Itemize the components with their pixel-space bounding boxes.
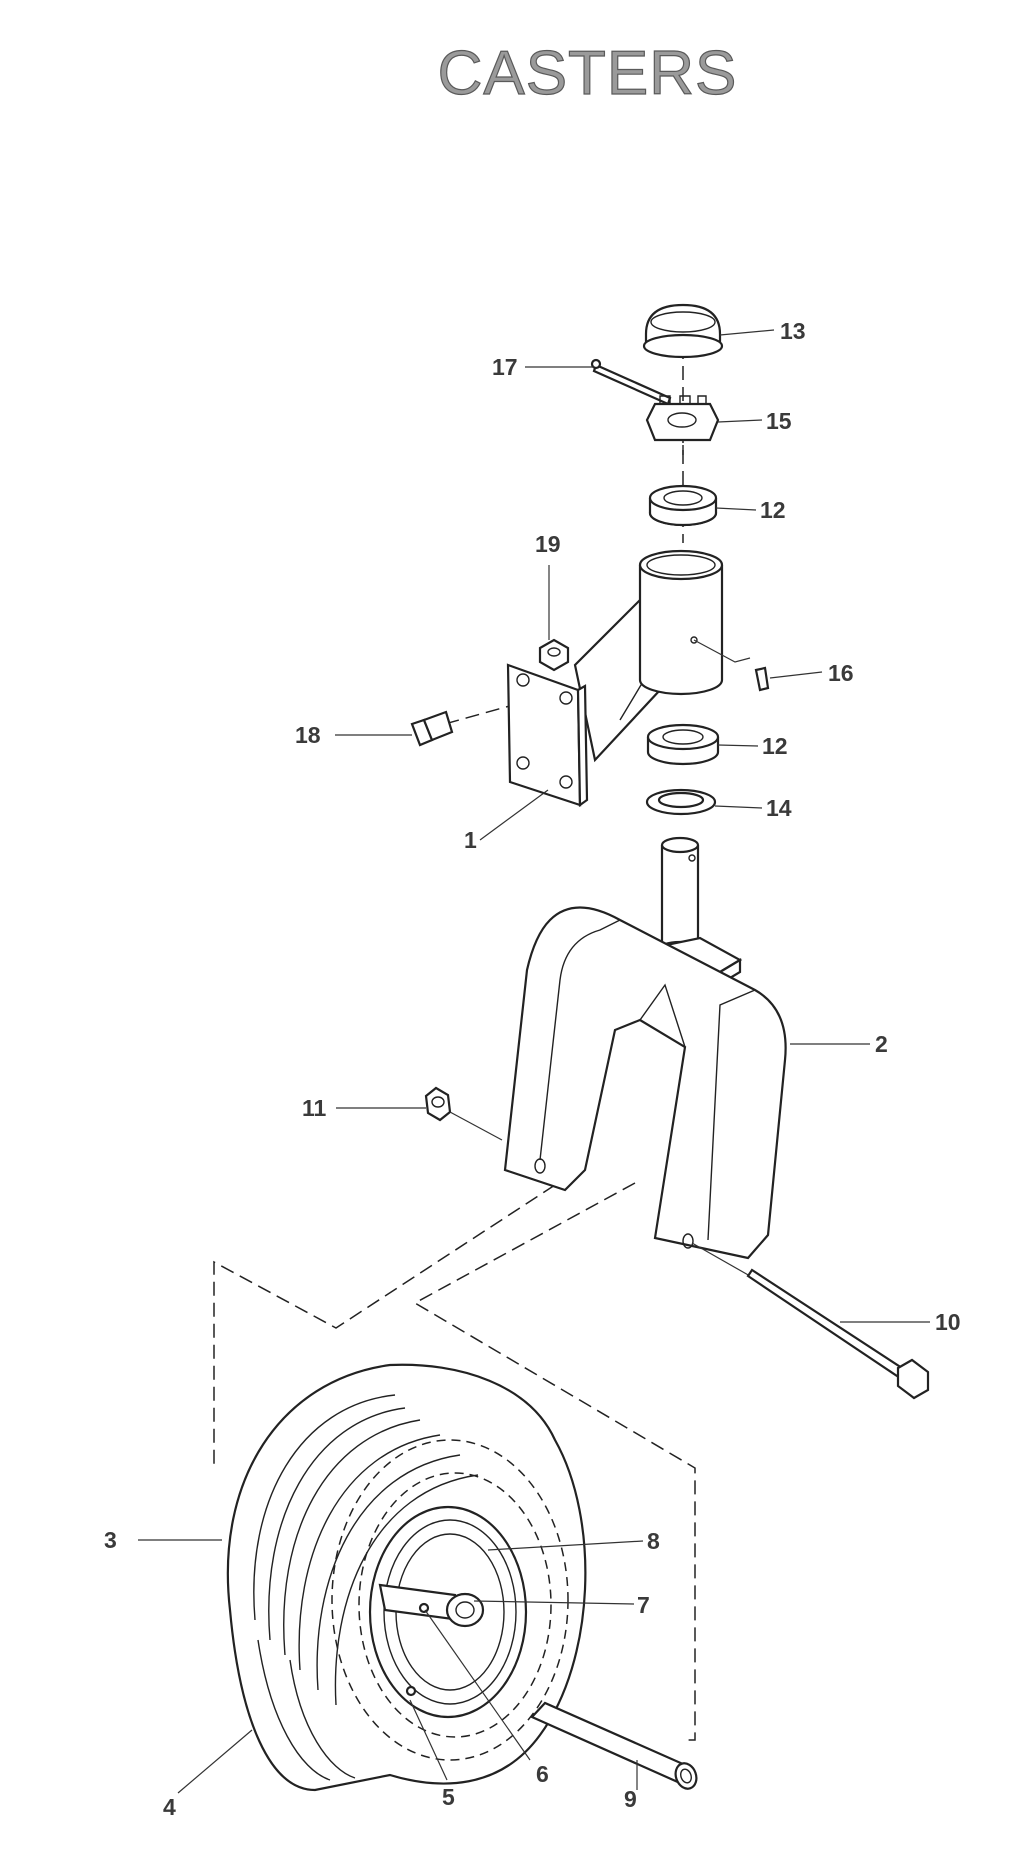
callout-11: 11 bbox=[302, 1095, 327, 1121]
callout-16: 16 bbox=[828, 660, 854, 686]
mount-bolt-part bbox=[410, 710, 454, 747]
callout-19: 19 bbox=[535, 531, 561, 557]
callout-12-upper: 12 bbox=[760, 497, 786, 523]
callout-15: 15 bbox=[766, 408, 792, 434]
callout-5: 5 bbox=[442, 1784, 455, 1810]
lower-bearing-part bbox=[646, 723, 720, 766]
grease-fitting-part bbox=[693, 639, 770, 692]
callout-4: 4 bbox=[163, 1794, 176, 1820]
callout-labels: 1 2 3 4 5 6 7 8 9 10 11 12 12 13 14 15 1… bbox=[104, 318, 961, 1820]
callout-3: 3 bbox=[104, 1527, 117, 1553]
spacer-tube-part bbox=[530, 1701, 698, 1790]
callout-10: 10 bbox=[935, 1309, 961, 1335]
mount-nut-part bbox=[538, 638, 570, 672]
axle-bolt-part bbox=[691, 1242, 930, 1400]
axle-nut-part bbox=[424, 1086, 503, 1141]
leader-lines bbox=[138, 329, 930, 1794]
wheel-assembly-part bbox=[226, 1363, 587, 1792]
callout-12-lower: 12 bbox=[762, 733, 788, 759]
callout-7: 7 bbox=[637, 1592, 650, 1618]
page-title: CASTERS bbox=[437, 38, 738, 108]
callout-9: 9 bbox=[624, 1786, 637, 1812]
callout-17: 17 bbox=[492, 354, 518, 380]
caster-mount-part bbox=[506, 549, 724, 808]
castle-nut-part bbox=[645, 395, 720, 442]
callout-2: 2 bbox=[875, 1031, 888, 1057]
callout-8: 8 bbox=[647, 1528, 660, 1554]
callout-13: 13 bbox=[780, 318, 806, 344]
callout-1: 1 bbox=[464, 827, 477, 853]
seal-part bbox=[645, 788, 717, 816]
callout-18: 18 bbox=[295, 722, 321, 748]
callout-6: 6 bbox=[536, 1761, 549, 1787]
callout-14: 14 bbox=[766, 795, 792, 821]
upper-bearing-part bbox=[648, 484, 718, 527]
caster-fork-part bbox=[503, 836, 787, 1260]
dust-cap-part bbox=[642, 303, 724, 359]
cotter-pin-part bbox=[590, 358, 672, 406]
